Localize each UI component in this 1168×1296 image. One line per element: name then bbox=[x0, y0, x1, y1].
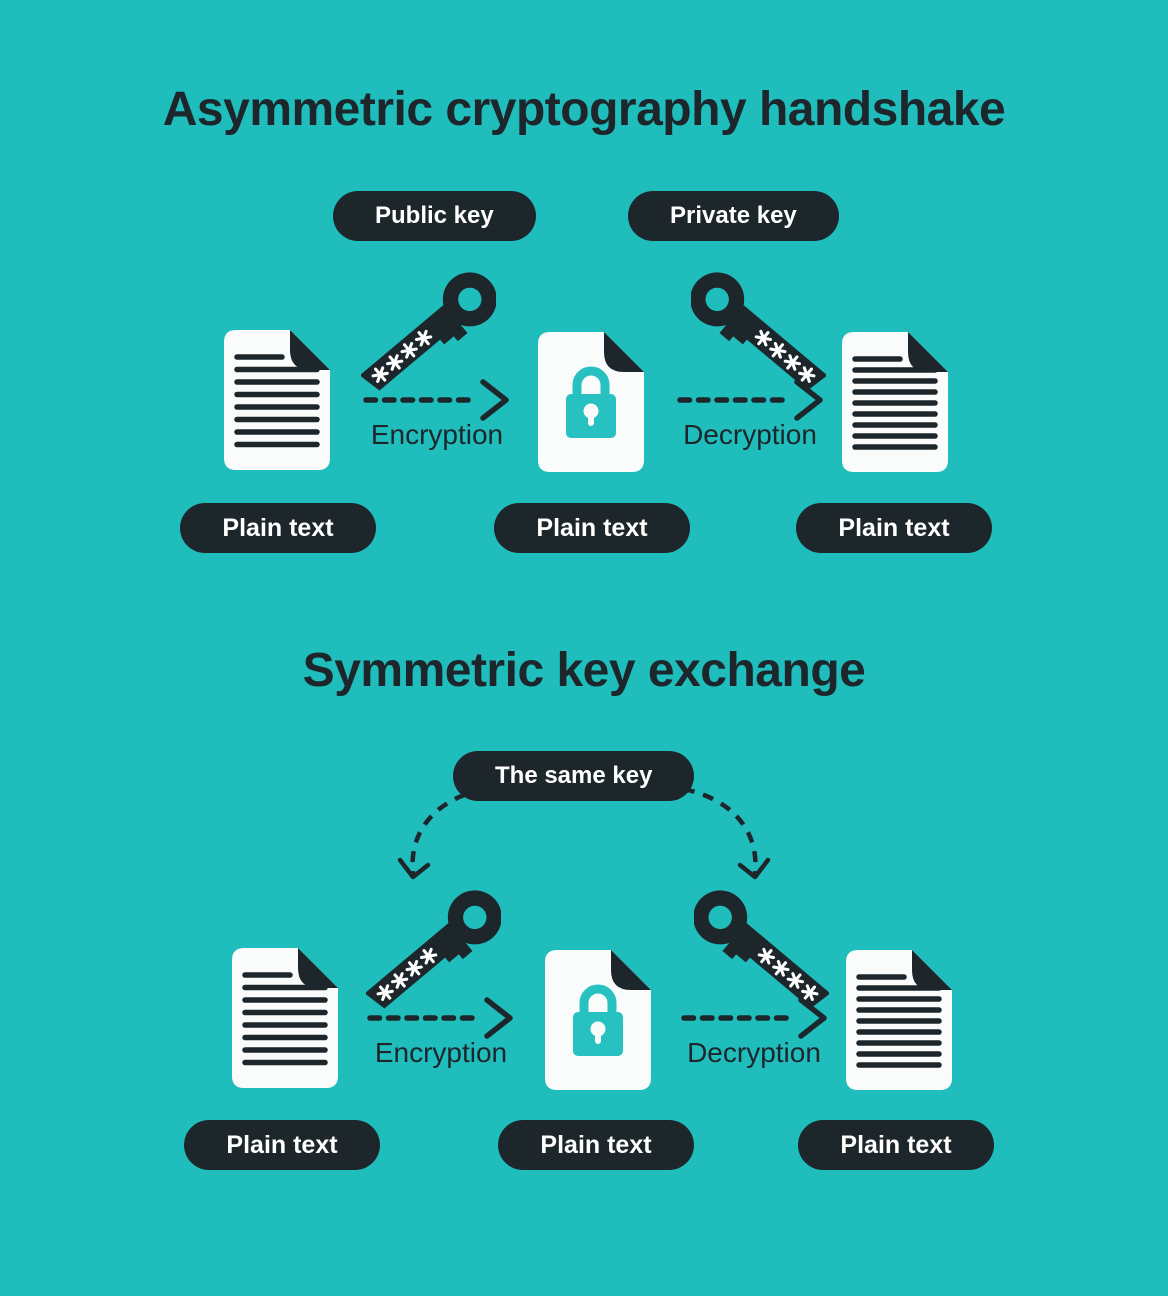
plain-text-badge: Plain text bbox=[796, 503, 992, 553]
same-key-badge: The same key bbox=[453, 751, 695, 801]
plain-text-badge-label: Plain text bbox=[840, 1130, 952, 1159]
dashed-arrow-icon bbox=[366, 996, 516, 1040]
encryption-label: Encryption bbox=[370, 419, 504, 450]
dashed-arrow-icon bbox=[680, 996, 830, 1040]
symmetric-title: Symmetric key exchange bbox=[302, 644, 866, 697]
curved-dashed-arrow-icon bbox=[660, 780, 780, 885]
plain-text-badge: Plain text bbox=[498, 1120, 694, 1170]
decryption-label: Decryption bbox=[687, 1037, 821, 1068]
dashed-arrow-icon bbox=[362, 378, 512, 422]
curved-dashed-arrow-icon bbox=[388, 780, 508, 885]
plain-text-badge-label: Plain text bbox=[838, 513, 950, 542]
plain-text-badge: Plain text bbox=[184, 1120, 380, 1170]
plain-text-badge: Plain text bbox=[180, 503, 376, 553]
asymmetric-title: Asymmetric cryptography handshake bbox=[162, 83, 1006, 136]
decryption-label: Decryption bbox=[683, 419, 817, 450]
plain-text-badge: Plain text bbox=[494, 503, 690, 553]
private-key-badge: Private key bbox=[628, 191, 839, 241]
encryption-label: Encryption bbox=[374, 1037, 508, 1068]
document-icon bbox=[842, 332, 948, 472]
document-icon bbox=[846, 950, 952, 1090]
plain-text-badge-label: Plain text bbox=[222, 513, 334, 542]
public-key-badge: Public key bbox=[333, 191, 536, 241]
plain-text-badge: Plain text bbox=[798, 1120, 994, 1170]
plain-text-badge-label: Plain text bbox=[540, 1130, 652, 1159]
plain-text-badge-label: Plain text bbox=[226, 1130, 338, 1159]
lock-document-icon bbox=[538, 332, 644, 472]
document-icon bbox=[224, 330, 330, 470]
lock-document-icon bbox=[545, 950, 651, 1090]
private-key-badge-label: Private key bbox=[670, 202, 797, 229]
public-key-badge-label: Public key bbox=[375, 202, 494, 229]
plain-text-badge-label: Plain text bbox=[536, 513, 648, 542]
same-key-badge-label: The same key bbox=[495, 762, 653, 789]
dashed-arrow-icon bbox=[676, 378, 826, 422]
document-icon bbox=[232, 948, 338, 1088]
